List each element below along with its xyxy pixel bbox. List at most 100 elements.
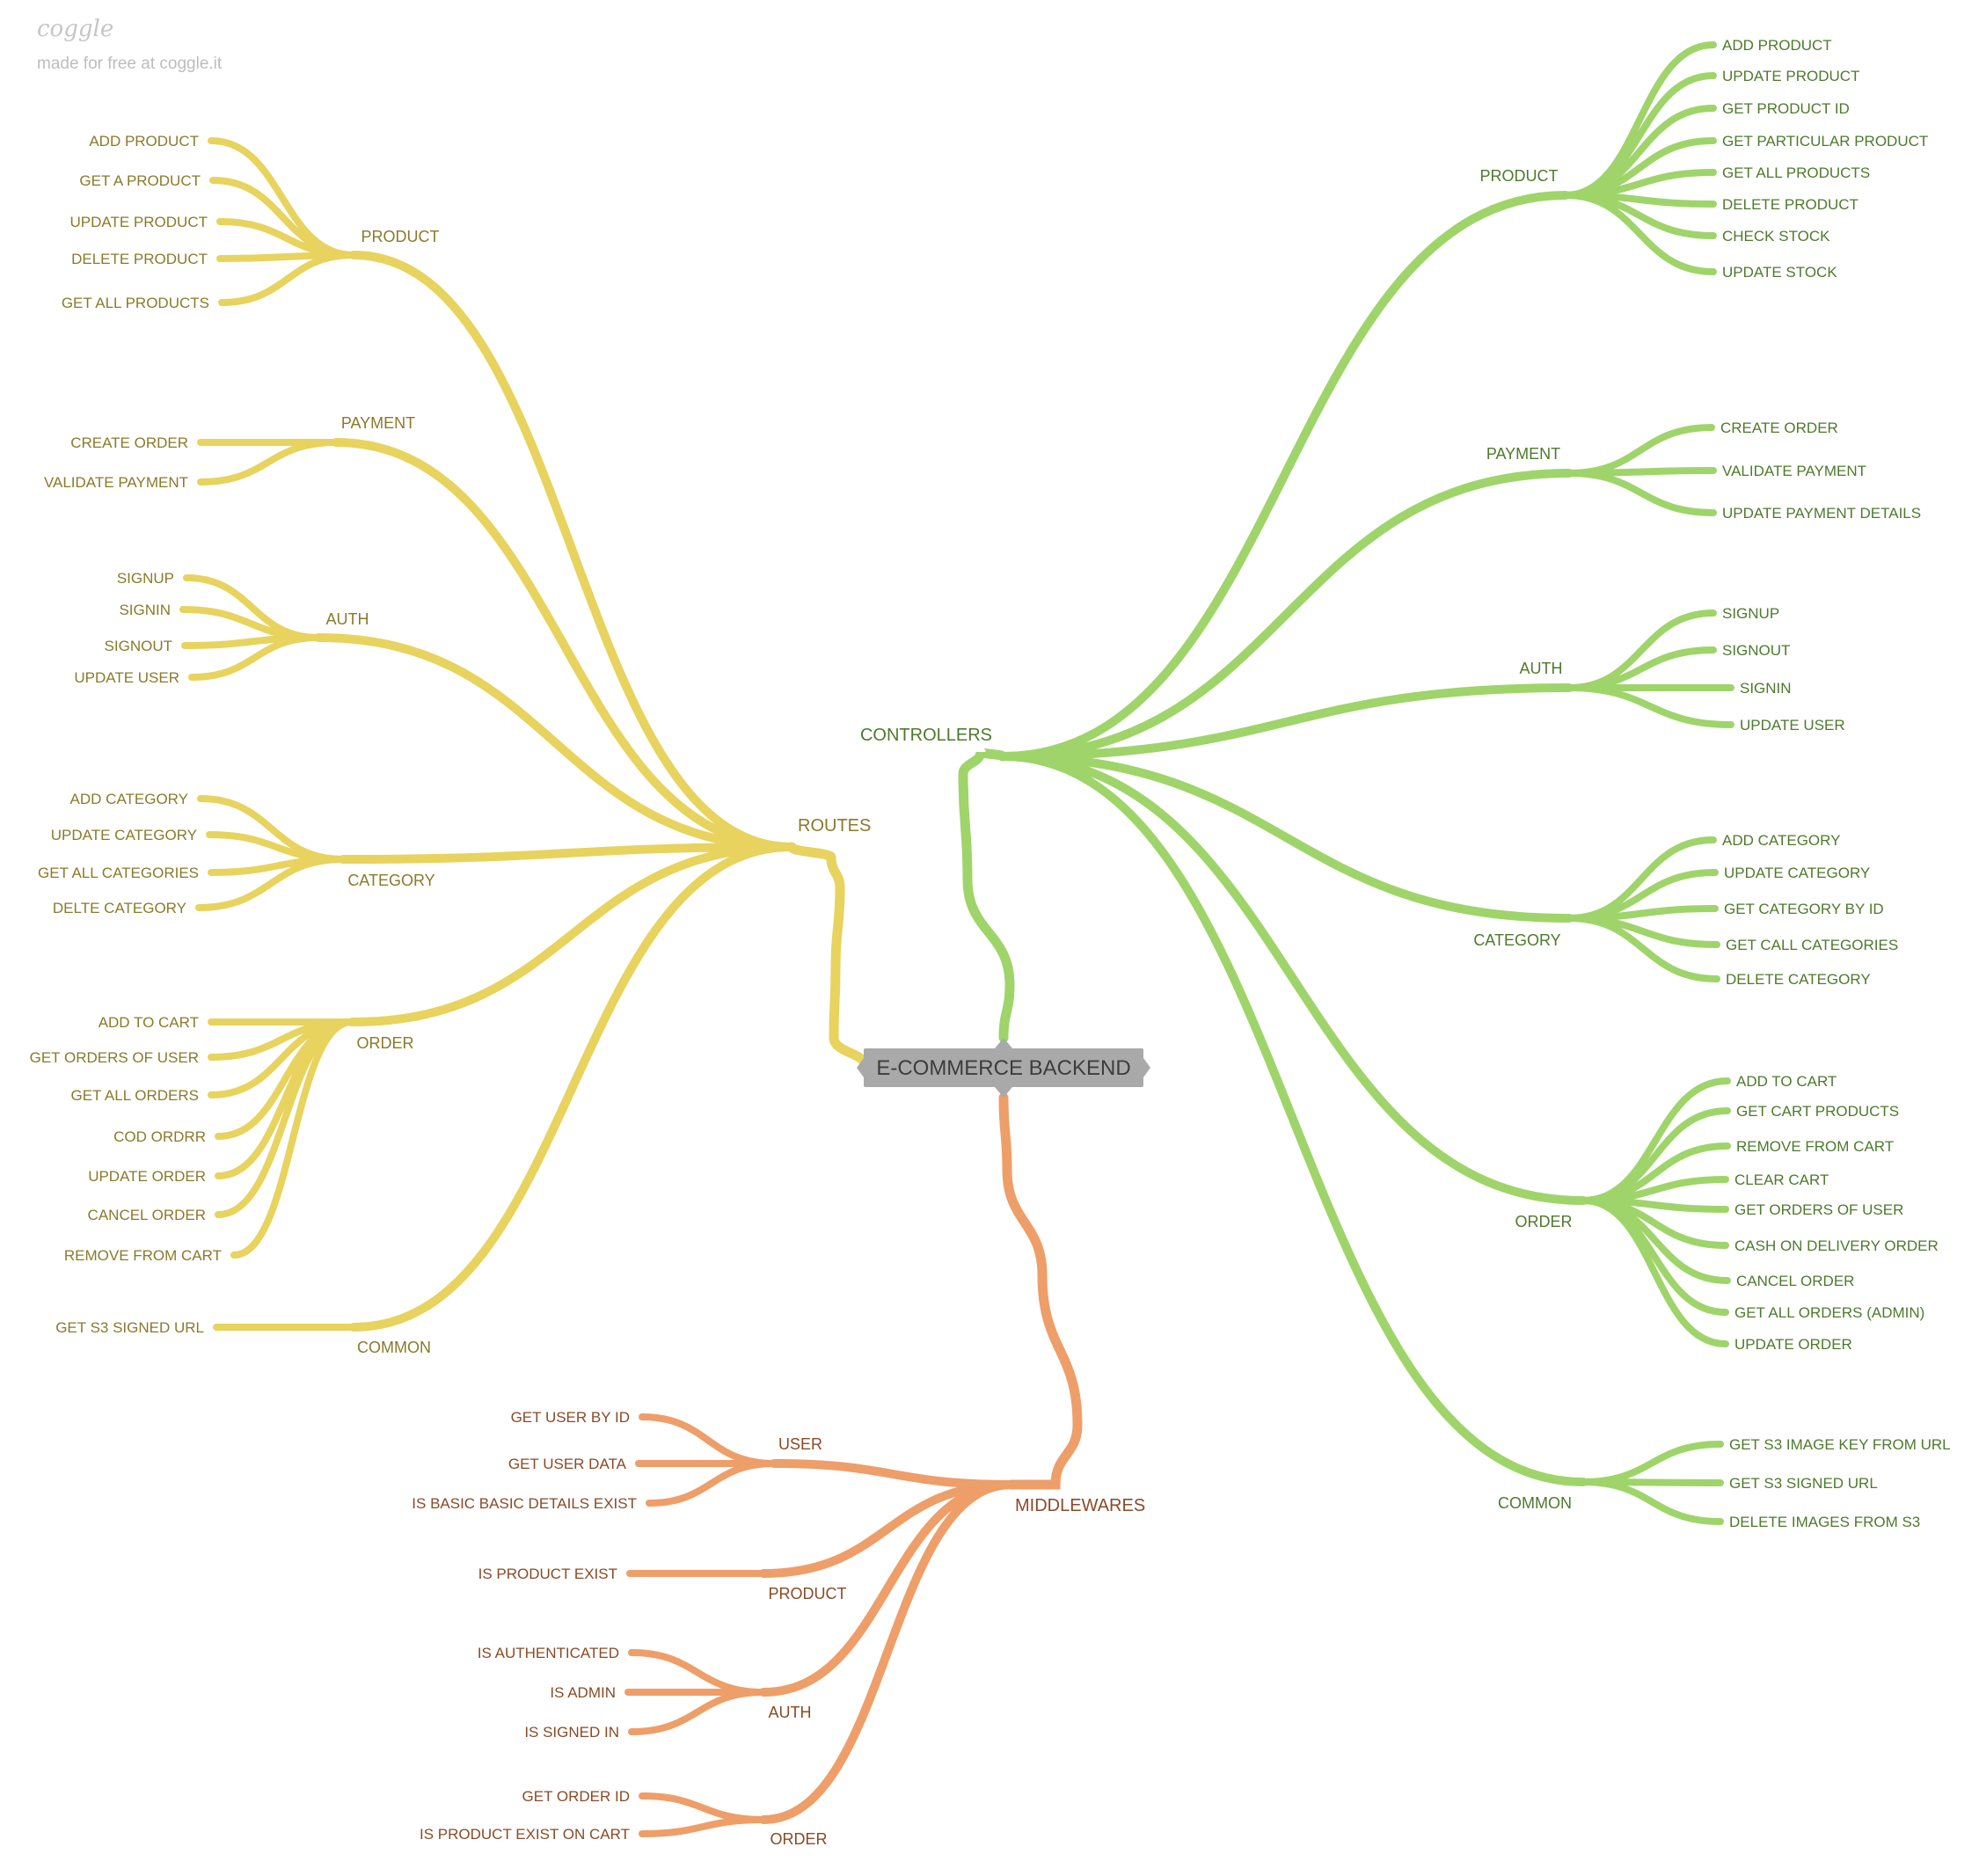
routes-order-leaf[interactable]: CANCEL ORDER xyxy=(88,1207,206,1223)
middlewares-leaf-link xyxy=(628,1689,767,1735)
middlewares-order-leaf[interactable]: GET ORDER ID xyxy=(522,1788,630,1805)
routes-order-leaf[interactable]: UPDATE ORDER xyxy=(88,1168,206,1185)
controllers-order-leaf[interactable]: CASH ON DELIVERY ORDER xyxy=(1734,1237,1939,1254)
controllers-order-leaf[interactable]: GET CART PRODUCTS xyxy=(1736,1103,1899,1120)
controllers-group-auth[interactable]: AUTH xyxy=(1520,660,1563,677)
controllers-group-product[interactable]: PRODUCT xyxy=(1480,167,1559,185)
controllers-auth-leaf[interactable]: SIGNUP xyxy=(1722,605,1779,622)
routes-leaf-link xyxy=(206,831,347,863)
controllers-payment-leaf[interactable]: CREATE ORDER xyxy=(1720,420,1838,436)
controllers-leaf-link xyxy=(1580,1478,1724,1525)
routes-auth-leaf[interactable]: SIGNOUT xyxy=(105,638,172,654)
routes-group-product[interactable]: PRODUCT xyxy=(361,228,440,245)
controllers-product-leaf[interactable]: GET PARTICULAR PRODUCT xyxy=(1722,133,1928,150)
middlewares-leaf-link xyxy=(628,1649,767,1696)
controllers-branch-label[interactable]: CONTROLLERS xyxy=(860,726,992,745)
controllers-group-payment[interactable]: PAYMENT xyxy=(1486,445,1560,463)
routes-payment-leaf[interactable]: CREATE ORDER xyxy=(70,434,188,451)
routes-group-order[interactable]: ORDER xyxy=(356,1034,413,1052)
controllers-order-leaf[interactable]: CLEAR CART xyxy=(1734,1172,1829,1188)
controllers-order-link xyxy=(998,752,1588,1205)
routes-order-leaf[interactable]: GET ALL ORDERS xyxy=(71,1087,200,1104)
routes-branch-label[interactable]: ROUTES xyxy=(798,816,871,836)
central-node-box xyxy=(864,1048,1143,1087)
controllers-order-leaf[interactable]: REMOVE FROM CART xyxy=(1736,1138,1894,1155)
routes-order-leaf[interactable]: REMOVE FROM CART xyxy=(64,1247,222,1264)
routes-common-link xyxy=(349,843,796,1332)
controllers-product-leaf[interactable]: CHECK STOCK xyxy=(1722,228,1830,245)
controllers-order-leaf[interactable]: GET ALL ORDERS (ADMIN) xyxy=(1734,1304,1924,1321)
controllers-product-leaf[interactable]: GET PRODUCT ID xyxy=(1722,100,1850,117)
controllers-product-leaf[interactable]: UPDATE PRODUCT xyxy=(1722,68,1859,84)
routes-group-category[interactable]: CATEGORY xyxy=(347,872,435,889)
controllers-group-order[interactable]: ORDER xyxy=(1515,1213,1572,1230)
controllers-auth-leaf[interactable]: SIGNIN xyxy=(1740,680,1792,697)
controllers-category-leaf[interactable]: GET CATEGORY BY ID xyxy=(1724,901,1884,917)
controllers-auth-leaf[interactable]: SIGNOUT xyxy=(1722,642,1790,659)
middlewares-user-leaf[interactable]: IS BASIC BASIC DETAILS EXIST xyxy=(412,1495,637,1512)
routes-payment-leaf[interactable]: VALIDATE PAYMENT xyxy=(44,474,188,491)
middlewares-order-leaf[interactable]: IS PRODUCT EXIST ON CART xyxy=(420,1826,630,1843)
middlewares-group-user[interactable]: USER xyxy=(778,1435,822,1453)
routes-leaf-link xyxy=(197,439,340,485)
routes-category-leaf[interactable]: ADD CATEGORY xyxy=(70,791,188,807)
central-node[interactable]: E-COMMERCE BACKEND xyxy=(857,1038,1150,1098)
routes-group-common[interactable]: COMMON xyxy=(357,1339,431,1356)
middlewares-order-link xyxy=(759,1480,1016,1824)
controllers-payment-leaf[interactable]: VALIDATE PAYMENT xyxy=(1722,463,1866,479)
controllers-order-leaf[interactable]: UPDATE ORDER xyxy=(1734,1336,1852,1353)
controllers-payment-link xyxy=(998,469,1574,761)
routes-auth-leaf[interactable]: SIGNIN xyxy=(119,602,171,618)
controllers-order-leaf[interactable]: ADD TO CART xyxy=(1736,1073,1837,1090)
controllers-order-leaf[interactable]: GET ORDERS OF USER xyxy=(1734,1201,1903,1218)
controllers-product-leaf[interactable]: UPDATE STOCK xyxy=(1722,264,1837,281)
routes-auth-leaf[interactable]: SIGNUP xyxy=(117,570,174,587)
routes-category-leaf[interactable]: UPDATE CATEGORY xyxy=(51,827,197,843)
routes-category-leaf[interactable]: GET ALL CATEGORIES xyxy=(38,865,199,881)
controllers-leaf-link xyxy=(1566,470,1717,516)
controllers-group-category[interactable]: CATEGORY xyxy=(1473,931,1560,949)
controllers-category-leaf[interactable]: ADD CATEGORY xyxy=(1722,832,1840,849)
middlewares-auth-leaf[interactable]: IS SIGNED IN xyxy=(524,1724,619,1741)
middlewares-group-order[interactable]: ORDER xyxy=(770,1830,827,1848)
controllers-product-leaf[interactable]: ADD PRODUCT xyxy=(1722,37,1832,54)
middlewares-product-leaf[interactable]: IS PRODUCT EXIST xyxy=(478,1566,617,1582)
controllers-category-leaf[interactable]: UPDATE CATEGORY xyxy=(1724,865,1870,881)
routes-order-leaf[interactable]: ADD TO CART xyxy=(99,1014,199,1031)
coggle-logo: coggle xyxy=(37,16,114,42)
routes-auth-leaf[interactable]: UPDATE USER xyxy=(74,669,179,686)
routes-product-leaf[interactable]: UPDATE PRODUCT xyxy=(70,214,208,230)
controllers-group-common[interactable]: COMMON xyxy=(1498,1494,1572,1512)
routes-common-leaf[interactable]: GET S3 SIGNED URL xyxy=(55,1319,204,1336)
controllers-common-leaf[interactable]: DELETE IMAGES FROM S3 xyxy=(1729,1514,1920,1530)
middlewares-group-product[interactable]: PRODUCT xyxy=(769,1585,847,1602)
controllers-common-leaf[interactable]: GET S3 SIGNED URL xyxy=(1729,1475,1878,1492)
routes-product-leaf[interactable]: GET ALL PRODUCTS xyxy=(62,295,209,311)
controllers-auth-leaf[interactable]: UPDATE USER xyxy=(1740,717,1845,734)
controllers-category-leaf[interactable]: GET CALL CATEGORIES xyxy=(1726,937,1898,953)
routes-product-leaf[interactable]: DELETE PRODUCT xyxy=(71,251,208,267)
controllers-order-leaf[interactable]: CANCEL ORDER xyxy=(1736,1273,1854,1289)
controllers-product-leaf[interactable]: GET ALL PRODUCTS xyxy=(1722,164,1870,181)
routes-leaf-link xyxy=(218,252,357,306)
middlewares-user-leaf[interactable]: GET USER DATA xyxy=(508,1456,627,1472)
controllers-common-leaf[interactable]: GET S3 IMAGE KEY FROM URL xyxy=(1729,1436,1951,1453)
middlewares-branch-label[interactable]: MIDDLEWARES xyxy=(1015,1496,1145,1515)
routes-category-leaf[interactable]: DELTE CATEGORY xyxy=(53,900,186,916)
routes-order-leaf[interactable]: COD ORDRR xyxy=(113,1128,206,1145)
middlewares-group-auth[interactable]: AUTH xyxy=(769,1704,812,1721)
middlewares-user-leaf[interactable]: GET USER BY ID xyxy=(511,1409,630,1426)
routes-group-auth[interactable]: AUTH xyxy=(326,610,369,628)
routes-product-leaf[interactable]: ADD PRODUCT xyxy=(89,133,199,150)
middlewares-auth-leaf[interactable]: IS AUTHENTICATED xyxy=(478,1645,619,1661)
controllers-category-leaf[interactable]: DELETE CATEGORY xyxy=(1726,971,1871,988)
routes-group-payment[interactable]: PAYMENT xyxy=(341,414,415,432)
controllers-product-leaf[interactable]: DELETE PRODUCT xyxy=(1722,196,1859,213)
routes-order-leaf[interactable]: GET ORDERS OF USER xyxy=(30,1049,199,1066)
routes-product-leaf[interactable]: GET A PRODUCT xyxy=(79,172,201,189)
middlewares-auth-leaf[interactable]: IS ADMIN xyxy=(550,1684,616,1701)
controllers-leaf-link xyxy=(1566,684,1734,728)
routes-leaf-link xyxy=(209,177,357,259)
controllers-payment-leaf[interactable]: UPDATE PAYMENT DETAILS xyxy=(1722,505,1921,522)
